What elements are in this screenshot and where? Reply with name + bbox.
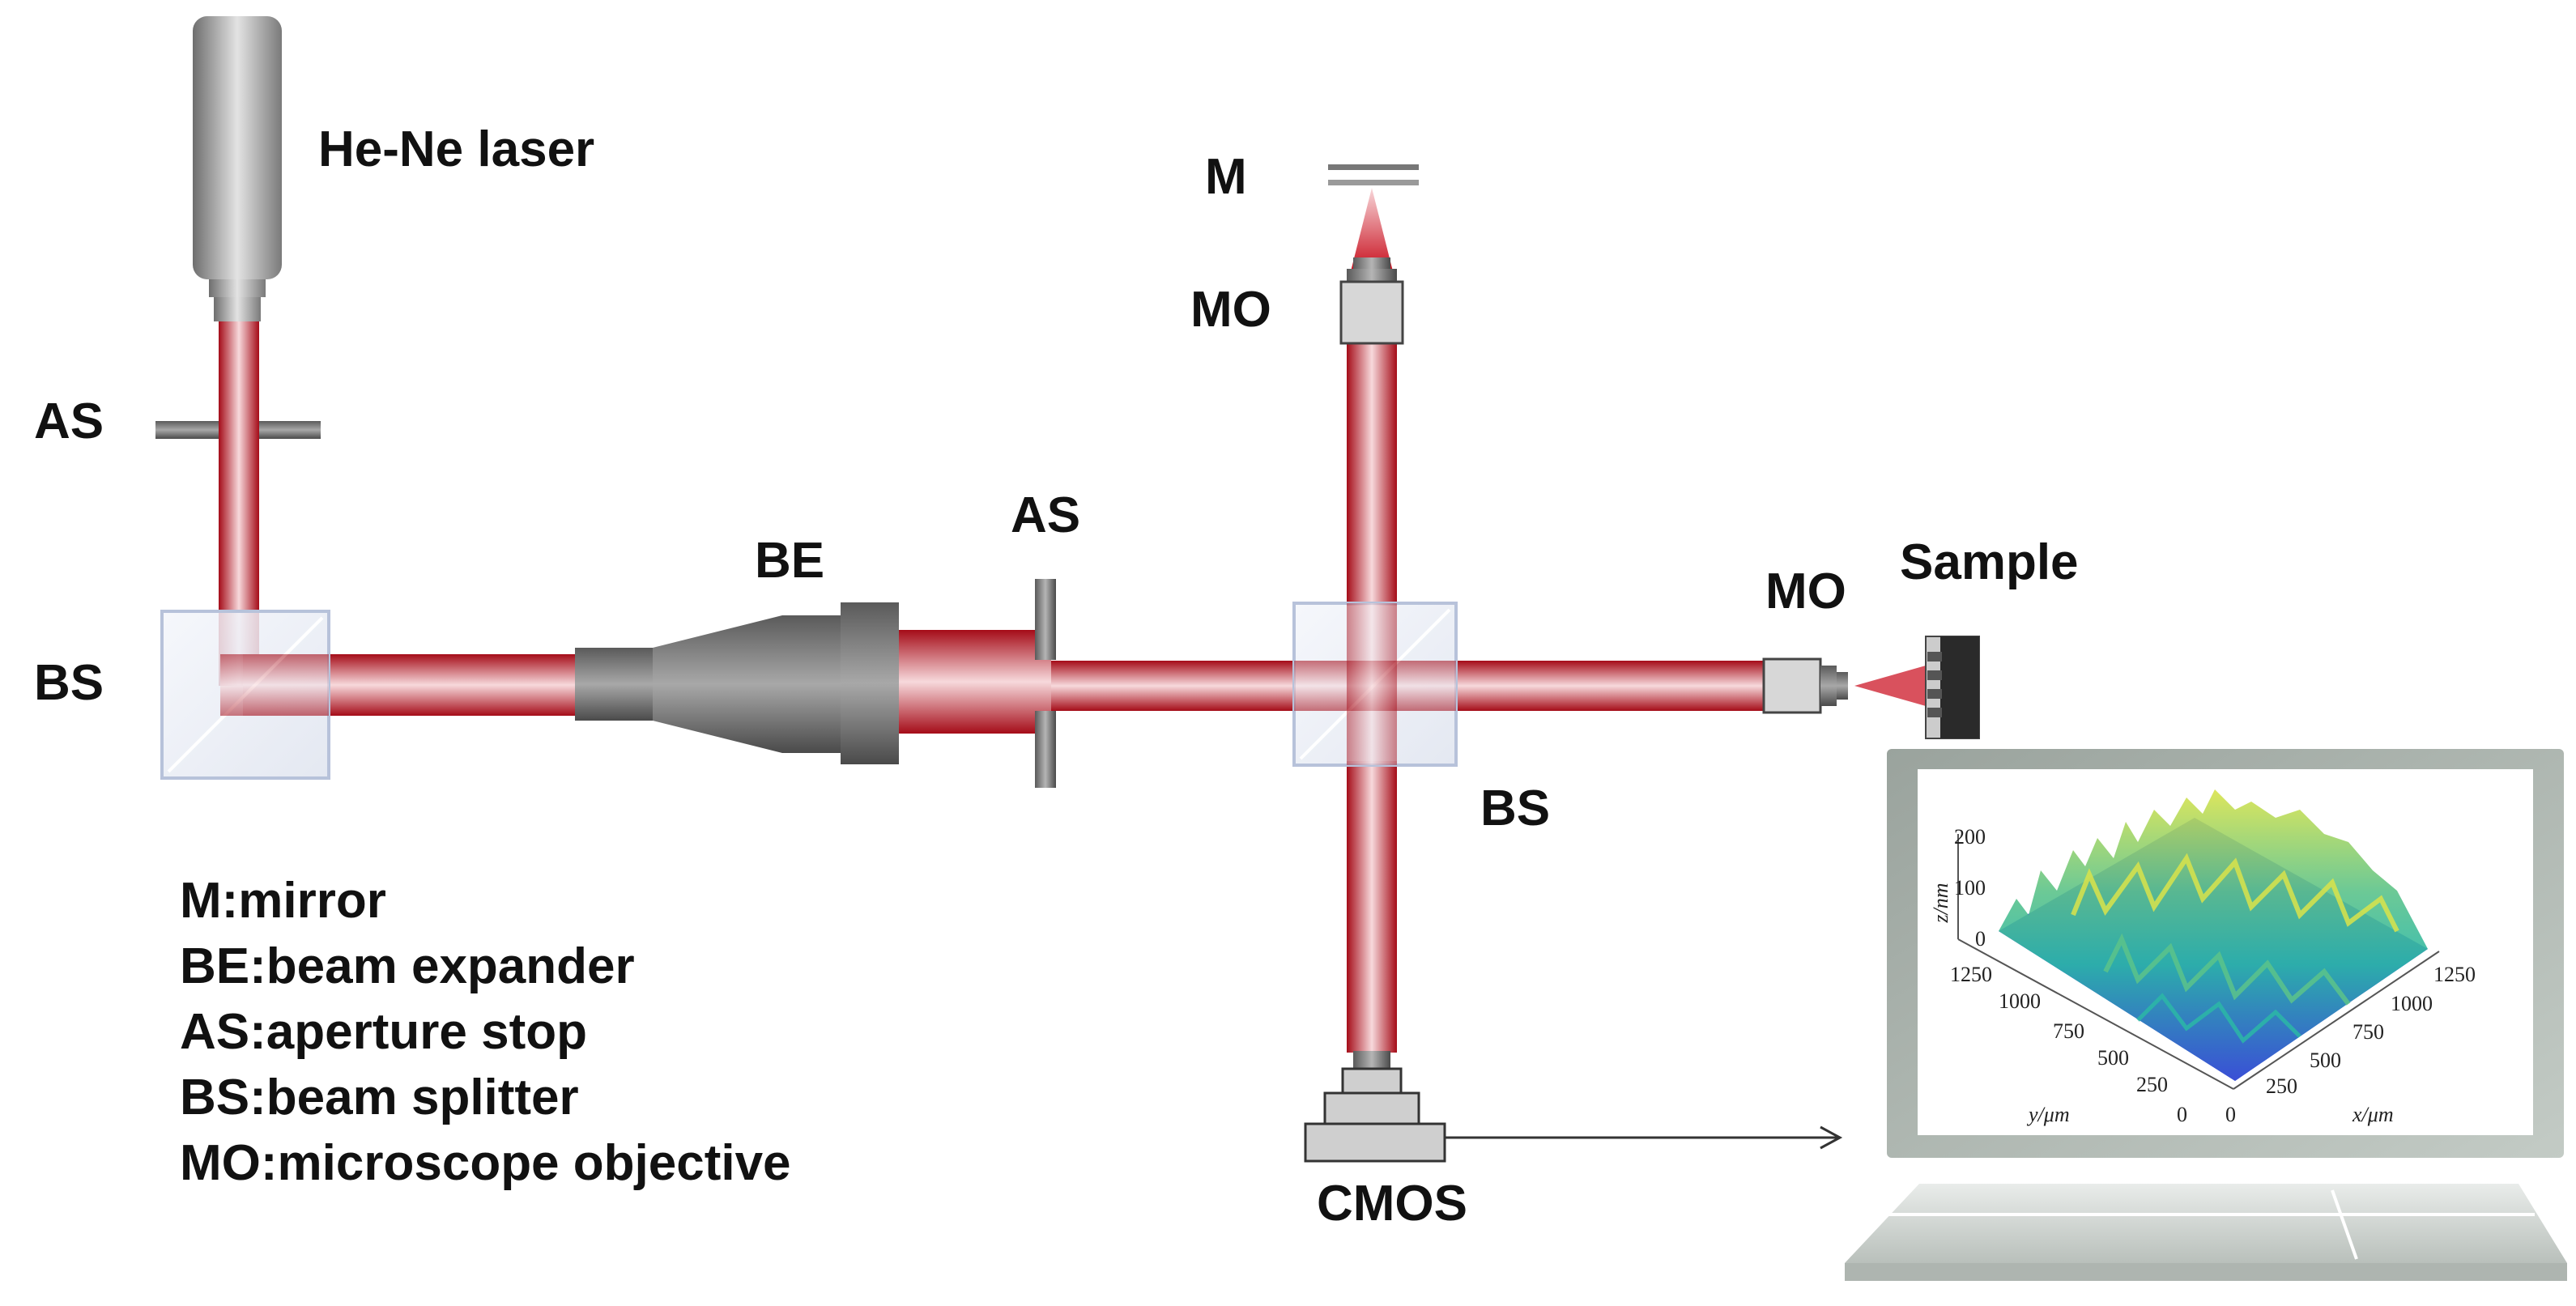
y-tick: 1000 xyxy=(1999,989,2041,1013)
beam-splitter-center xyxy=(1292,602,1458,767)
x-tick: 750 xyxy=(2352,1020,2384,1044)
beam-splitter-left xyxy=(160,610,330,780)
y-tick: 0 xyxy=(2177,1103,2187,1126)
beam-down-to-cmos xyxy=(1347,761,1397,1053)
x-tick: 1000 xyxy=(2391,992,2433,1015)
surface-plot: z/nm 200 100 0 1250 1000 750 500 250 0 y… xyxy=(1929,789,2476,1126)
label-cmos: CMOS xyxy=(1317,1176,1467,1232)
beam-expander xyxy=(575,602,899,764)
legend-item: BS:beam splitter xyxy=(180,1070,579,1125)
y-tick: 500 xyxy=(2097,1046,2129,1070)
microscope-objective-right xyxy=(1762,657,1848,714)
label-beam-splitter-center: BS xyxy=(1480,781,1551,836)
focus-cone-top xyxy=(1351,188,1393,271)
y-axis-label: y/μm xyxy=(2026,1103,2070,1126)
sample xyxy=(1925,636,1980,739)
x-tick: 0 xyxy=(2225,1103,2236,1126)
label-mirror: M xyxy=(1205,149,1247,205)
beam-up-to-mo xyxy=(1347,338,1397,606)
y-tick: 1250 xyxy=(1950,963,1992,986)
aperture-stop-left xyxy=(155,421,321,439)
surface-peaks xyxy=(1999,789,2428,1081)
beam-expanded xyxy=(897,630,1051,734)
y-tick: 750 xyxy=(2053,1019,2084,1043)
legend: M:mirror BE:beam expander AS:aperture st… xyxy=(180,868,791,1196)
label-microscope-objective-right: MO xyxy=(1765,564,1846,619)
legend-item: M:mirror xyxy=(180,873,386,929)
surface-ridges xyxy=(2071,853,2399,933)
x-axis-label: x/μm xyxy=(2352,1103,2394,1126)
cmos-camera xyxy=(1304,1051,1446,1163)
legend-item: MO:microscope objective xyxy=(180,1135,791,1191)
z-tick: 200 xyxy=(1954,825,1986,849)
label-aperture-stop-left: AS xyxy=(34,394,104,449)
legend-item: AS:aperture stop xyxy=(180,1004,587,1060)
z-axis-label: z/nm xyxy=(1929,883,1952,923)
aperture-stop-middle xyxy=(1035,579,1056,788)
label-microscope-objective-top: MO xyxy=(1190,282,1271,338)
x-tick: 250 xyxy=(2266,1074,2297,1098)
label-he-ne-laser: He-Ne laser xyxy=(318,121,595,177)
signal-arrow xyxy=(1445,1125,1843,1150)
label-beam-expander: BE xyxy=(755,533,825,589)
label-sample: Sample xyxy=(1900,534,2079,590)
x-tick: 500 xyxy=(2310,1049,2341,1072)
label-aperture-stop-middle: AS xyxy=(1011,487,1081,543)
he-ne-laser xyxy=(193,16,282,321)
y-tick: 250 xyxy=(2136,1073,2168,1096)
legend-item: BE:beam expander xyxy=(180,938,635,994)
x-tick: 1250 xyxy=(2433,963,2476,986)
focus-cone-right xyxy=(1854,666,1926,706)
z-tick: 100 xyxy=(1954,876,1986,900)
z-tick: 0 xyxy=(1975,927,1986,951)
computer-keyboard xyxy=(1845,1184,2567,1281)
microscope-objective-top xyxy=(1339,257,1404,345)
label-beam-splitter-left: BS xyxy=(34,655,104,711)
mirror xyxy=(1328,164,1419,185)
